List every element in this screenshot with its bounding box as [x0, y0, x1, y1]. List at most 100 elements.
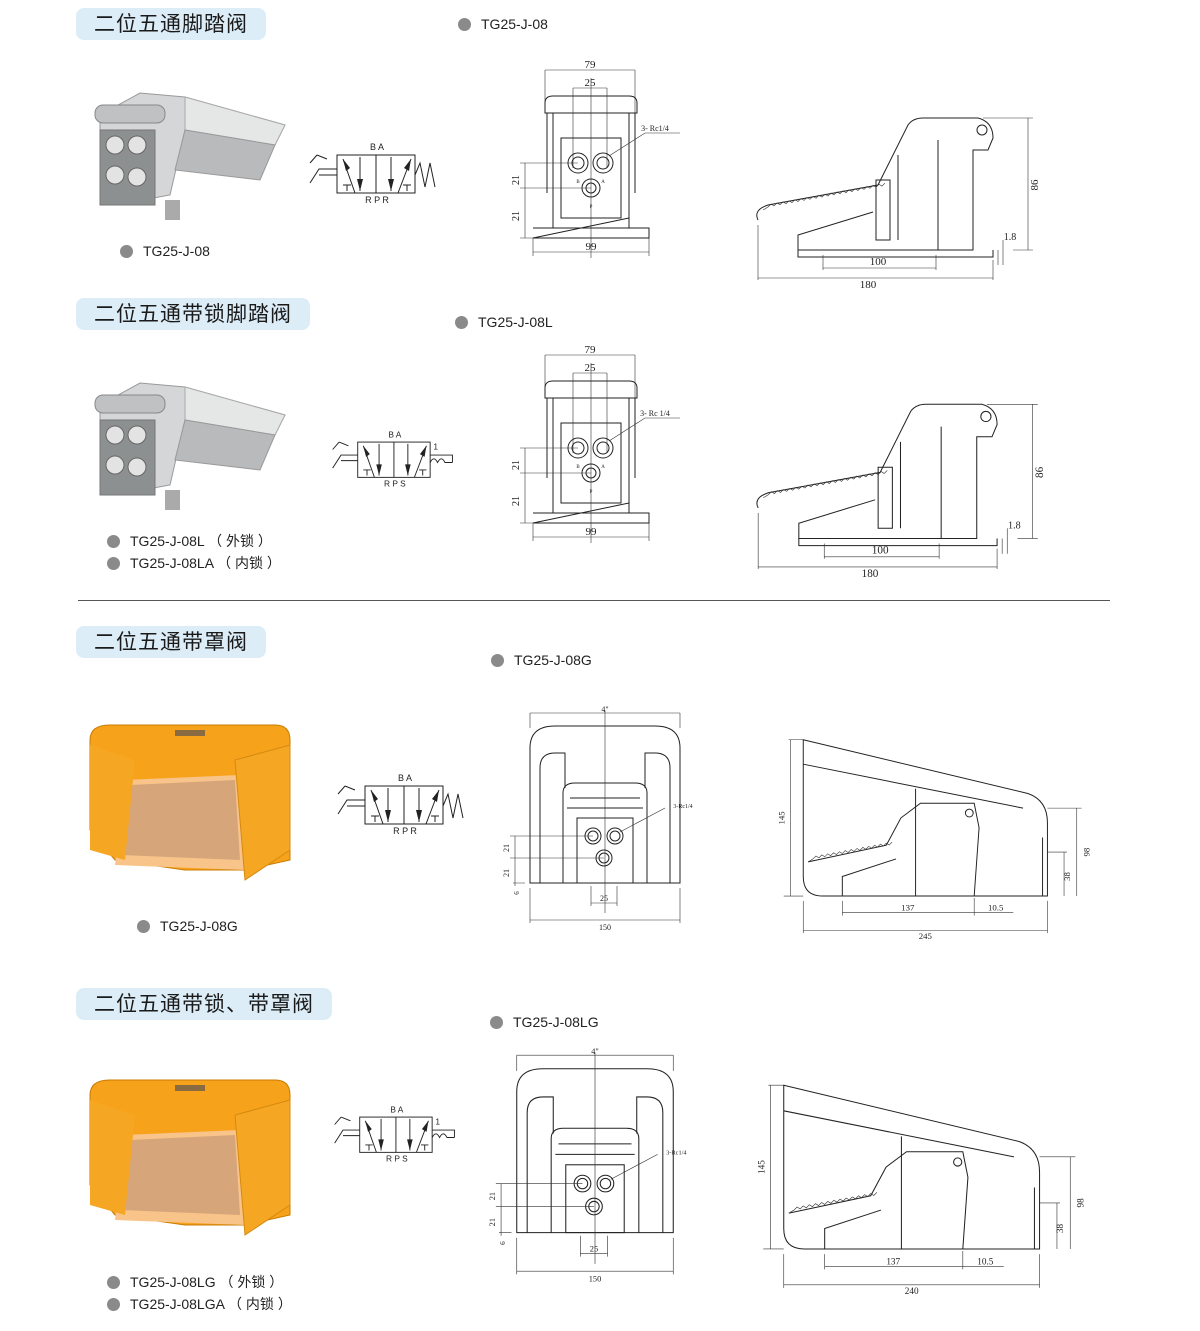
- port-labels-top: B A: [390, 1104, 403, 1114]
- dim-v2: 21: [511, 496, 522, 506]
- dim-height: 86: [1034, 466, 1046, 478]
- dim-v3: 6: [498, 1241, 507, 1245]
- bullet-icon: [491, 653, 504, 667]
- caption-text: TG25-J-08LG （ 外锁 ）: [130, 1274, 284, 1290]
- dim-v1: 21: [511, 460, 522, 470]
- dim-small: 1.8: [1004, 232, 1017, 243]
- dim-offset: 10.5: [977, 1256, 993, 1266]
- dim-inner-length: 100: [870, 256, 887, 268]
- port-b-label: B: [576, 465, 580, 470]
- caption-item: TG25-J-08LA （ 内锁 ）: [107, 552, 281, 574]
- detent-position-label: 1: [433, 442, 438, 452]
- dim-total-length: 245: [919, 931, 933, 941]
- model-number: TG25-J-08L: [478, 314, 553, 330]
- caption-text: TG25-J-08: [143, 243, 210, 259]
- section-title: 二位五通带锁脚踏阀: [76, 298, 310, 330]
- caption-item: TG25-J-08LGA （ 内锁 ）: [107, 1293, 292, 1315]
- front-view-drawing: 4" 3-Rc1/4 21 21 6 25 150: [488, 1047, 688, 1284]
- valve-symbol: 1B AR P S: [332, 429, 453, 489]
- dim-height: 86: [1029, 179, 1041, 191]
- bullet-icon: [458, 17, 471, 31]
- dim-height3: 38: [1055, 1223, 1065, 1233]
- model-number: TG25-J-08: [481, 16, 548, 32]
- dim-pitch: 25: [600, 894, 608, 903]
- dim-height2: 98: [1081, 847, 1091, 856]
- dim-v1: 21: [511, 175, 522, 185]
- dim-width: 4": [601, 705, 608, 714]
- port-labels-top: B A: [388, 429, 401, 439]
- port-a-label: A: [601, 465, 605, 470]
- model-number: TG25-J-08G: [514, 652, 592, 668]
- dim-total-length: 180: [860, 279, 877, 291]
- dim-inner-length: 137: [901, 903, 915, 913]
- port-labels-bottom: R P R: [365, 195, 389, 205]
- dim-base: 99: [586, 526, 598, 538]
- port-callout: 3-Rc1/4: [673, 804, 692, 810]
- dim-width: 79: [585, 59, 597, 71]
- dim-pitch: 25: [585, 362, 597, 374]
- dim-base: 150: [599, 923, 611, 932]
- product-photo: [94, 382, 286, 510]
- section-title: 二位五通脚踏阀: [76, 8, 266, 40]
- caption-item: TG25-J-08LG （ 外锁 ）: [107, 1271, 292, 1293]
- dim-v1: 21: [502, 844, 511, 852]
- drawing-model-label: TG25-J-08: [458, 16, 548, 32]
- bullet-icon: [455, 315, 468, 329]
- dim-v3: 6: [513, 891, 521, 895]
- dim-v2: 21: [488, 1218, 497, 1226]
- dim-pitch: 25: [585, 77, 597, 89]
- side-view-drawing: 145 98 38 137 10.5 245: [777, 739, 1091, 941]
- caption-item: TG25-J-08: [120, 240, 210, 262]
- dim-base: 150: [589, 1275, 602, 1284]
- dim-width: 79: [585, 344, 597, 356]
- photo-captions: TG25-J-08LG （ 外锁 ） TG25-J-08LGA （ 内锁 ）: [107, 1271, 292, 1315]
- caption-text: TG25-J-08L （ 外锁 ）: [130, 533, 272, 549]
- dim-v1: 21: [488, 1192, 497, 1200]
- bullet-icon: [107, 1297, 120, 1311]
- port-labels-bottom: R P R: [393, 826, 417, 836]
- dim-inner-length: 100: [872, 545, 889, 557]
- product-photo: [94, 92, 286, 220]
- section-title: 二位五通带锁、带罩阀: [76, 988, 332, 1020]
- dim-height: 145: [777, 811, 787, 825]
- port-labels-top: B A: [370, 142, 384, 152]
- dim-inner-length: 137: [886, 1256, 900, 1266]
- bullet-icon: [107, 556, 120, 570]
- product-photo: [89, 724, 291, 881]
- bullet-icon: [490, 1015, 503, 1029]
- port-callout: 3- Rc 1/4: [640, 409, 670, 418]
- dim-base: 99: [586, 241, 598, 253]
- caption-item: TG25-J-08L （ 外锁 ）: [107, 530, 281, 552]
- port-labels-bottom: R P S: [386, 1154, 408, 1164]
- photo-captions: TG25-J-08L （ 外锁 ） TG25-J-08LA （ 内锁 ）: [107, 530, 281, 574]
- dim-offset: 10.5: [988, 903, 1004, 913]
- caption-text: TG25-J-08G: [160, 918, 238, 934]
- valve-symbol: B A R P R: [337, 773, 464, 836]
- dim-height3: 38: [1062, 872, 1072, 881]
- dim-total-length: 180: [862, 568, 879, 580]
- dim-pitch: 25: [590, 1244, 598, 1253]
- valve-symbol: B A R P R: [309, 142, 436, 205]
- side-view-drawing: 86 1.8 100 180: [756, 117, 1041, 291]
- bullet-icon: [120, 244, 133, 258]
- port-b-label: B: [576, 180, 580, 185]
- port-p-label: P: [590, 205, 593, 210]
- port-labels-top: B A: [398, 773, 412, 783]
- port-p-label: P: [590, 490, 593, 495]
- port-callout: 3-Rc1/4: [666, 1149, 687, 1156]
- bullet-icon: [107, 1275, 120, 1289]
- dim-width: 4": [591, 1047, 599, 1056]
- port-a-label: A: [601, 180, 605, 185]
- front-view-drawing: 79 25 3- Rc 1/4 21 21 99 B A P: [511, 344, 680, 543]
- dim-total-length: 240: [905, 1286, 919, 1296]
- photo-captions: TG25-J-08: [120, 240, 210, 262]
- port-callout: 3- Rc1/4: [641, 124, 669, 133]
- section-title: 二位五通带罩阀: [76, 626, 266, 658]
- caption-text: TG25-J-08LA （ 内锁 ）: [130, 555, 281, 571]
- dim-height2: 98: [1076, 1198, 1086, 1208]
- caption-text: TG25-J-08LGA （ 内锁 ）: [130, 1296, 292, 1312]
- detent-position-label: 1: [435, 1117, 440, 1127]
